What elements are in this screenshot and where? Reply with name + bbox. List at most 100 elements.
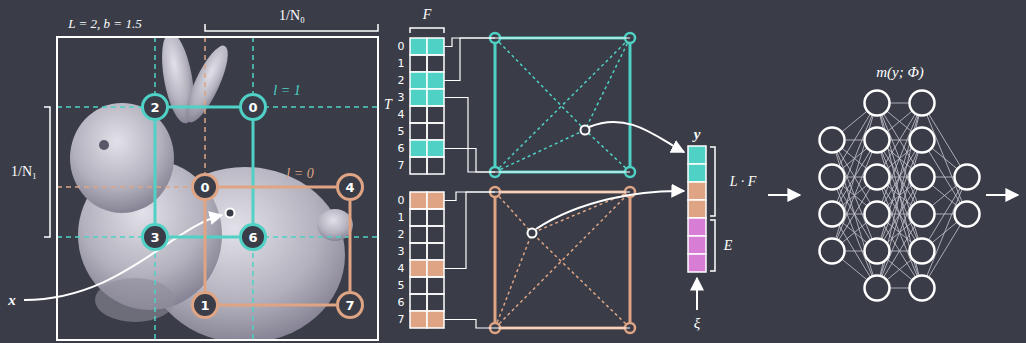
- network-neuron: [955, 202, 980, 227]
- table-cell: [427, 260, 444, 277]
- network-neuron: [865, 165, 890, 190]
- table-cell: [410, 192, 427, 209]
- table-cell: [427, 243, 444, 260]
- table-index: 5: [398, 125, 405, 137]
- table-cell: [410, 260, 427, 277]
- table-index: 3: [398, 245, 405, 257]
- lookup-arrow: [536, 191, 684, 229]
- table-cell: [427, 311, 444, 328]
- grid-vertex: 2: [141, 93, 169, 121]
- table-index: 6: [398, 296, 405, 308]
- table-index: 3: [398, 91, 405, 103]
- network-neuron: [865, 128, 890, 153]
- table-cell: [427, 277, 444, 294]
- dimension-label: 1/N₀: [279, 8, 305, 23]
- lookup-line: [444, 38, 630, 47]
- network-neuron: [910, 91, 935, 116]
- vertex-index: 1: [200, 299, 209, 312]
- vertex-index: 2: [150, 101, 159, 114]
- lookup-line: [444, 98, 495, 173]
- cell-edge: [219, 304, 336, 307]
- input-label: x: [8, 292, 16, 309]
- lookup-arrow: [589, 122, 684, 152]
- interp-square-orange: [490, 187, 635, 333]
- table-cell: [427, 55, 444, 72]
- table-index: 1: [398, 211, 405, 223]
- level-label: l = 1: [273, 83, 300, 98]
- network-neuron: [865, 276, 890, 301]
- table-cell: [427, 157, 444, 174]
- table-cell: [410, 140, 427, 157]
- table-size-label: T: [384, 97, 392, 112]
- lookup-line: [444, 192, 495, 201]
- table-cell: [427, 89, 444, 106]
- table-index: 2: [398, 74, 405, 86]
- grid-vertex: 4: [336, 173, 364, 201]
- parameter-label: L = 2, b = 1.5: [68, 17, 141, 31]
- network-neuron: [910, 202, 935, 227]
- network-neuron: [910, 276, 935, 301]
- lookup-line: [444, 38, 495, 81]
- network-neuron: [820, 202, 845, 227]
- table-cell: [410, 277, 427, 294]
- bunny: [70, 37, 353, 340]
- table-cell: [410, 243, 427, 260]
- table-cell: [427, 209, 444, 226]
- network-neuron: [820, 128, 845, 153]
- network-label: m(y; Φ): [876, 64, 924, 81]
- table-index: 7: [398, 159, 405, 171]
- cell-edge: [349, 201, 352, 291]
- input-arrow: [24, 215, 222, 300]
- network-weight: [832, 140, 877, 251]
- network-weight: [877, 103, 922, 214]
- network-weight: [877, 177, 922, 288]
- table-index: 6: [398, 142, 405, 154]
- vertex-index: 6: [248, 231, 257, 244]
- table-cell: [410, 226, 427, 243]
- table-cell: [427, 72, 444, 89]
- network-neuron: [955, 165, 980, 190]
- feature-vector: [688, 146, 706, 272]
- vertex-index: 7: [345, 299, 354, 312]
- table-cell: [410, 294, 427, 311]
- dimension-bracket: [44, 107, 50, 237]
- vector-label: y: [694, 126, 701, 143]
- table-cell: [410, 38, 427, 55]
- cell-edge: [219, 186, 336, 189]
- network-neuron: [865, 91, 890, 116]
- size-label: L · F: [730, 174, 757, 189]
- vertex-index: 3: [150, 231, 159, 244]
- grid-vertex: 7: [336, 291, 364, 319]
- lookup-line: [444, 149, 630, 173]
- table-cell: [427, 294, 444, 311]
- size-bracket: [710, 147, 715, 216]
- cell-edge: [204, 201, 207, 291]
- vertex-index: 4: [345, 181, 354, 194]
- grid-vertex: 1: [191, 291, 219, 319]
- lookup-line: [444, 320, 630, 329]
- network-weight: [922, 177, 967, 288]
- network-neuron: [865, 202, 890, 227]
- table-cell: [427, 226, 444, 243]
- grid-vertex: 0: [191, 173, 219, 201]
- table-cell: [410, 106, 427, 123]
- aux-input-label: ξ: [694, 315, 700, 332]
- network-neuron: [910, 239, 935, 264]
- network-neuron: [820, 239, 845, 264]
- table-cell: [410, 72, 427, 89]
- table-cell: [410, 123, 427, 140]
- aux-arrow: [696, 278, 698, 310]
- vertex-index: 0: [200, 181, 209, 194]
- level-label: l = 0: [286, 166, 313, 181]
- feature-dim-label: F: [423, 7, 432, 22]
- table-index: 0: [398, 40, 405, 52]
- cell-edge: [169, 106, 239, 109]
- grid-lines: [57, 37, 378, 340]
- grid-vertex: 3: [141, 223, 169, 251]
- table-cell: [410, 89, 427, 106]
- dimension-label: 1/N₁: [11, 164, 37, 179]
- input-point: [226, 209, 235, 218]
- table-index: 4: [398, 262, 405, 274]
- table-index: 2: [398, 228, 405, 240]
- network-weight: [877, 103, 922, 214]
